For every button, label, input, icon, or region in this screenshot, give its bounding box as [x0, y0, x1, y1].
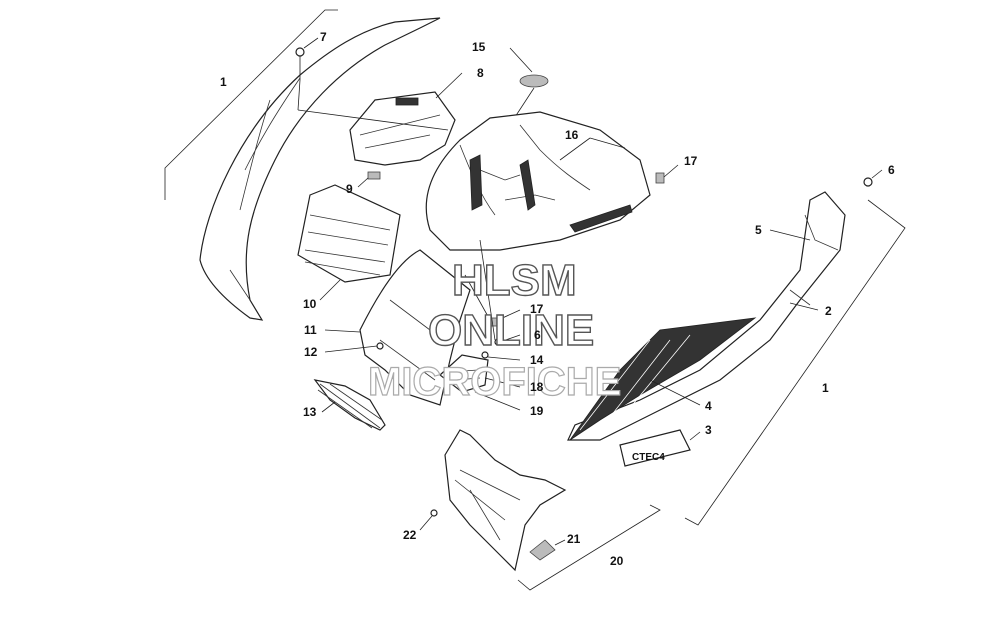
callout-1-right: 1 [822, 381, 829, 395]
screw-12 [376, 342, 384, 350]
callout-17-middle: 17 [530, 302, 544, 316]
ctec-decal-text: CTEC4 [632, 452, 665, 463]
callout-1-left: 1 [220, 75, 227, 89]
screw-14 [481, 351, 489, 359]
callout-7: 7 [320, 30, 327, 44]
callout-6-top: 6 [888, 163, 895, 177]
inner-panel-8 [349, 91, 456, 166]
watermark-microfiche: MICROFICHE [368, 360, 621, 404]
callout-10: 10 [303, 297, 317, 311]
bracket-18 [439, 354, 489, 393]
callout-12: 12 [304, 345, 318, 359]
hood-16 [425, 111, 651, 251]
callout-20: 20 [610, 554, 624, 568]
callout-19: 19 [530, 404, 544, 418]
vent-10 [297, 184, 401, 283]
callout-13: 13 [303, 405, 317, 419]
clip-21 [529, 539, 556, 561]
right-side-panel [567, 191, 846, 441]
callout-9: 9 [346, 182, 353, 196]
callout-6-middle: 6 [534, 328, 541, 342]
ctec-decal-3 [619, 429, 691, 467]
callout-16: 16 [565, 128, 579, 142]
screw-6 [863, 177, 873, 187]
callout-5: 5 [755, 223, 762, 237]
cap-15 [519, 74, 549, 88]
callout-2: 2 [825, 304, 832, 318]
screw-22 [430, 509, 438, 517]
clip-17 [655, 172, 665, 184]
lower-nose-20 [444, 429, 567, 572]
callout-17-top: 17 [684, 154, 698, 168]
callout-15: 15 [472, 40, 486, 54]
clip-9 [367, 171, 381, 180]
callout-3: 3 [705, 423, 712, 437]
callout-14: 14 [530, 353, 544, 367]
left-side-panel [199, 17, 441, 321]
callout-11: 11 [304, 323, 317, 337]
nose-panel-11 [359, 249, 471, 406]
callout-18: 18 [530, 380, 544, 394]
callout-21: 21 [567, 532, 581, 546]
watermark-online: ONLINE [428, 306, 594, 355]
lower-nose-bracket [517, 504, 661, 591]
callout-4: 4 [705, 399, 712, 413]
left-panel-bracket [164, 9, 338, 200]
screw-7 [295, 47, 305, 57]
clip-17-middle [489, 317, 499, 327]
right-panel-bracket [684, 199, 906, 526]
callout-8: 8 [477, 66, 484, 80]
callout-22: 22 [403, 528, 417, 542]
watermark-hlsm: HLSM [452, 256, 577, 305]
